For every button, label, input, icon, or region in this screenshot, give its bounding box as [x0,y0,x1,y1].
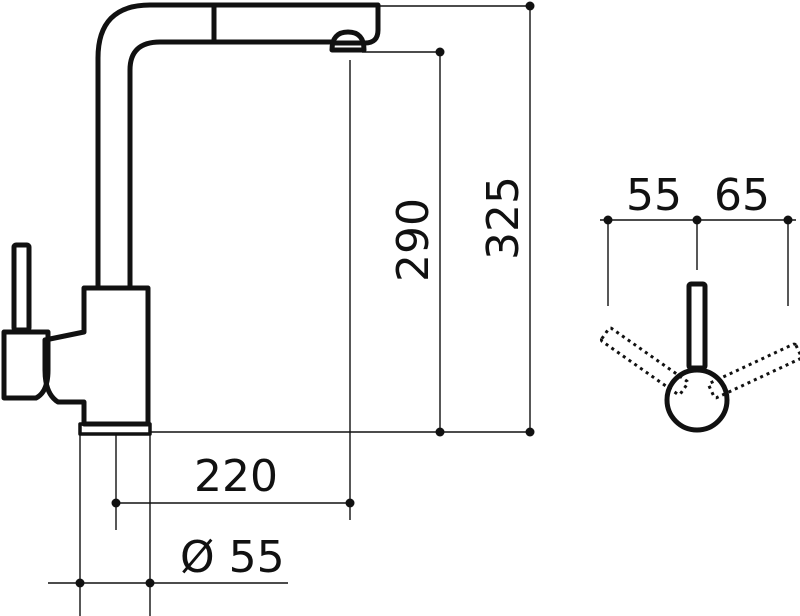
dimension-lines [48,1,535,616]
dim-dot-290-top [435,47,445,57]
dim-text-325: 325 [478,176,529,260]
dim-dot-diameter-right [145,578,155,588]
lever-left-position [599,326,690,397]
aerator [329,29,367,53]
lever-center-position [686,281,708,371]
dim-text-290: 290 [388,198,439,282]
lever-angle-view [599,215,800,433]
lever-grip [1,329,51,401]
lever-base-circle [664,367,730,433]
dim-dot-290-bottom [435,427,445,437]
spout-outer-outline [95,2,381,291]
dim-dot-diameter-left [75,578,85,588]
dim-text-diameter: Ø 55 [180,532,285,583]
dim-dot-325-bottom [525,427,535,437]
angle-text-left: 55 [626,170,682,221]
dim-dot-325-top [525,1,535,11]
faucet-body [42,285,151,427]
dim-text-220: 220 [194,451,278,502]
spout-inner-outline [127,39,335,291]
faucet-side-view [1,2,381,436]
dim-dot-220-right [345,498,355,508]
base-ring [78,422,152,436]
angle-text-right: 65 [714,170,770,221]
lever-stem [11,242,32,333]
lever-right-position [707,342,800,400]
dim-dot-220-left [111,498,121,508]
